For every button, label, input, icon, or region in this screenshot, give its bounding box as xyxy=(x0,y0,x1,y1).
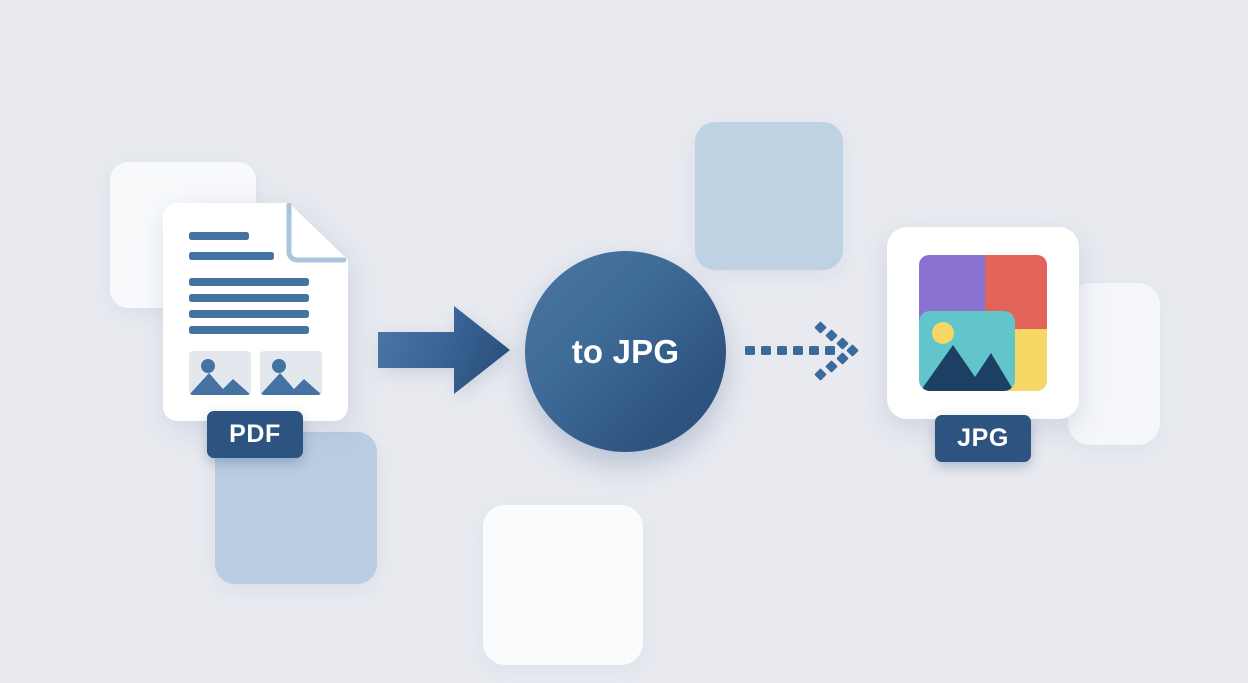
document-text-line xyxy=(189,278,309,286)
document-text-line xyxy=(189,294,309,302)
document-thumbnail xyxy=(260,351,322,395)
pdf-document-icon xyxy=(163,203,348,421)
solid-right-arrow-icon xyxy=(378,306,510,394)
deco-square-right xyxy=(1068,283,1160,445)
document-text-line xyxy=(189,326,309,334)
photo-overlay xyxy=(919,311,1015,391)
pdf-badge-label: PDF xyxy=(229,420,281,448)
document-fold-icon xyxy=(286,203,347,263)
jpg-format-badge: JPG xyxy=(935,415,1031,462)
document-text-line xyxy=(189,310,309,318)
tile-red xyxy=(985,255,1047,329)
converter-label: to JPG xyxy=(571,332,680,370)
dotted-right-arrow-icon xyxy=(745,321,859,381)
deco-square-top-center xyxy=(695,122,843,270)
jpg-badge-label: JPG xyxy=(957,424,1009,452)
deco-square-bottom-center xyxy=(483,505,643,665)
jpg-image-card xyxy=(887,227,1079,419)
converter-circle[interactable]: to JPG xyxy=(525,251,726,452)
document-text-line xyxy=(189,232,249,240)
sun-icon xyxy=(932,322,954,344)
document-thumbnail xyxy=(189,351,251,395)
mountain-icon xyxy=(919,345,1015,391)
document-text-line xyxy=(189,252,274,260)
tile-purple xyxy=(919,255,985,329)
pdf-format-badge: PDF xyxy=(207,411,303,458)
jpg-image-icon xyxy=(919,255,1047,391)
